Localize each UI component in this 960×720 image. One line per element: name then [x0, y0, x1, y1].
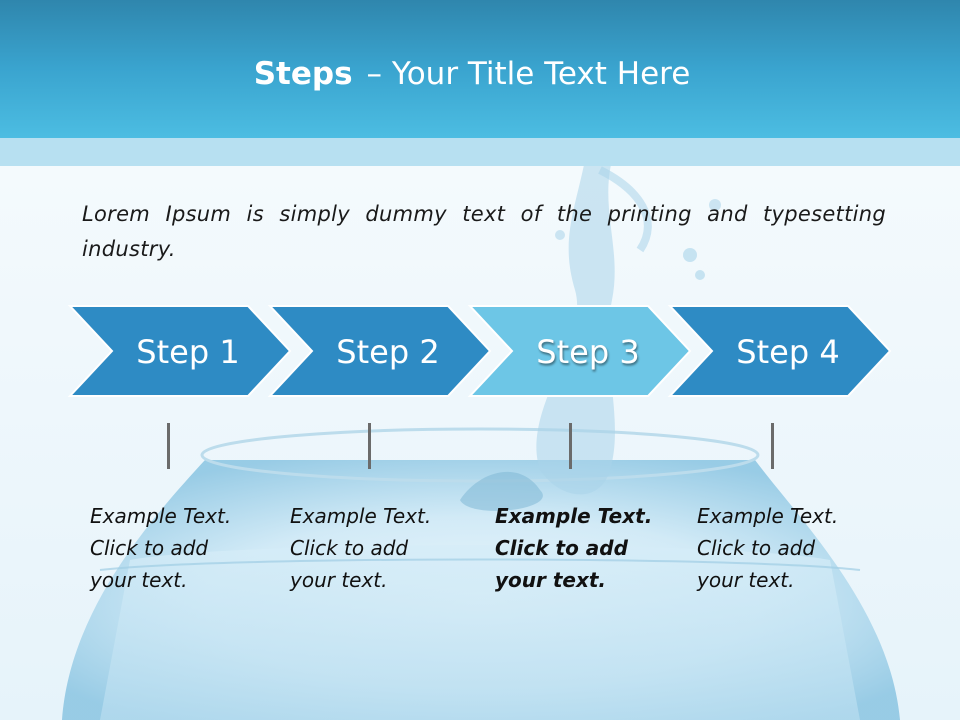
step-4-connector — [771, 423, 774, 469]
step-1-text[interactable]: Example Text. Click to add your text. — [90, 500, 260, 596]
step-1-chevron[interactable] — [67, 305, 292, 397]
step-2-label[interactable]: Step 2 — [336, 333, 440, 371]
step-4-chevron[interactable] — [667, 305, 892, 397]
step-1-label[interactable]: Step 1 — [136, 333, 240, 371]
step-3-text-line: Click to add — [495, 536, 628, 560]
step-1-text-line: Click to add — [90, 536, 209, 560]
step-2-connector — [368, 423, 371, 469]
step-3-chevron[interactable] — [467, 305, 692, 397]
step-4-text-line: Example Text. — [697, 504, 839, 528]
step-2-text-line: Click to add — [290, 536, 409, 560]
header-bar — [0, 0, 960, 138]
step-4-text-line: your text. — [697, 568, 795, 592]
lead-paragraph: Lorem Ipsum is simply dummy text of the … — [82, 202, 886, 261]
step-3-text[interactable]: Example Text. Click to add your text. — [495, 500, 665, 596]
step-3-text-line: Example Text. — [495, 504, 653, 528]
step-2-text[interactable]: Example Text. Click to add your text. — [290, 500, 460, 596]
step-2-text-line: Example Text. — [290, 504, 432, 528]
step-2-text-line: your text. — [290, 568, 388, 592]
step-4-text-line: Click to add — [697, 536, 816, 560]
slide-title: Steps – Your Title Text Here — [0, 52, 944, 96]
title-bold: Steps — [253, 56, 353, 92]
step-3-label[interactable]: Step 3 — [536, 333, 640, 371]
step-1-text-line: your text. — [90, 568, 188, 592]
step-1-text-line: Example Text. — [90, 504, 232, 528]
step-3-connector — [569, 423, 572, 469]
step-2-chevron[interactable] — [267, 305, 492, 397]
step-4-text[interactable]: Example Text. Click to add your text. — [697, 500, 867, 596]
step-3-text-line: your text. — [495, 568, 607, 592]
step-1-connector — [167, 423, 170, 469]
title-rest: – Your Title Text Here — [366, 56, 691, 92]
step-4-label[interactable]: Step 4 — [736, 333, 840, 371]
header-accent-band — [0, 138, 960, 166]
